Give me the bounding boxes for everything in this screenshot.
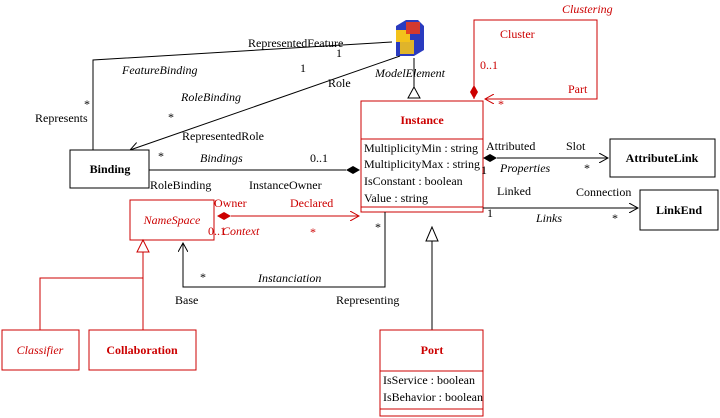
instanciation-association	[183, 212, 386, 288]
namespace-class[interactable]: NameSpace	[129, 199, 215, 241]
classifier-class[interactable]: Classifier	[1, 329, 80, 371]
svg-text:*: *	[612, 211, 618, 225]
svg-text:Binding: Binding	[90, 162, 131, 176]
instance-owner-label: InstanceOwner	[249, 178, 322, 192]
svg-text:MultiplicityMin : string: MultiplicityMin : string	[364, 141, 478, 155]
role-binding-label-top: RoleBinding	[180, 90, 241, 104]
role-binding-line	[130, 55, 401, 150]
svg-text:IsConstant : boolean: IsConstant : boolean	[364, 174, 463, 188]
svg-text:1: 1	[487, 206, 493, 220]
instanciation-label: Instanciation	[257, 271, 321, 285]
clustering-diamond	[470, 85, 478, 99]
role-label: Role	[328, 76, 351, 90]
svg-text:0..1: 0..1	[310, 151, 328, 165]
represented-role-label: RepresentedRole	[182, 129, 264, 143]
base-label: Base	[175, 293, 198, 307]
svg-text:NameSpace: NameSpace	[143, 213, 201, 227]
svg-text:Value : string: Value : string	[364, 191, 428, 205]
context-label: Context	[222, 224, 260, 238]
svg-text:*: *	[158, 149, 164, 163]
model-element-label: ModelElement	[374, 66, 446, 80]
linked-label: Linked	[497, 184, 531, 198]
namespace-generalization	[136, 238, 150, 253]
svg-text:1: 1	[300, 61, 306, 75]
links-label: Links	[535, 211, 562, 225]
bindings-label: Bindings	[200, 151, 243, 165]
svg-text:*: *	[200, 270, 206, 284]
svg-text:0..1: 0..1	[480, 58, 498, 72]
svg-text:Collaboration: Collaboration	[106, 343, 178, 357]
svg-text:*: *	[84, 97, 90, 111]
instance-class[interactable]: Instance MultiplicityMin : string Multip…	[360, 100, 484, 213]
svg-text:MultiplicityMax : string: MultiplicityMax : string	[364, 157, 480, 171]
part-label: Part	[568, 82, 588, 96]
svg-text:0..1: 0..1	[208, 224, 226, 238]
feature-binding-line	[92, 41, 393, 150]
representing-label: Representing	[336, 293, 399, 307]
svg-text:AttributeLink: AttributeLink	[626, 151, 699, 165]
role-binding-label-bottom: RoleBinding	[150, 178, 211, 192]
attribute-link-class[interactable]: AttributeLink	[609, 138, 716, 178]
svg-text:*: *	[584, 161, 590, 175]
svg-text:Port: Port	[421, 343, 444, 357]
properties-label: Properties	[499, 161, 551, 175]
svg-text:*: *	[498, 97, 504, 111]
declared-label: Declared	[290, 196, 333, 210]
collaboration-class[interactable]: Collaboration	[88, 329, 197, 371]
attributed-label: Attributed	[486, 139, 535, 153]
svg-text:IsService : boolean: IsService : boolean	[383, 373, 475, 387]
svg-text:Classifier: Classifier	[17, 343, 64, 357]
properties-diamond	[483, 154, 497, 162]
clustering-label: Clustering	[562, 2, 613, 16]
svg-text:1: 1	[336, 46, 342, 60]
cluster-label: Cluster	[500, 27, 535, 41]
svg-text:Instance: Instance	[400, 113, 444, 127]
bindings-diamond	[346, 166, 360, 174]
svg-text:IsBehavior : boolean: IsBehavior : boolean	[383, 390, 483, 404]
represents-label: Represents	[35, 111, 88, 125]
owner-label: Owner	[214, 196, 247, 210]
port-class[interactable]: Port IsService : boolean IsBehavior : bo…	[379, 329, 484, 417]
svg-text:*: *	[168, 110, 174, 124]
svg-text:1: 1	[481, 163, 487, 177]
link-end-class[interactable]: LinkEnd	[639, 189, 719, 231]
slot-label: Slot	[566, 139, 586, 153]
svg-text:*: *	[375, 220, 381, 234]
port-generalization	[425, 225, 439, 242]
binding-class[interactable]: Binding	[69, 149, 150, 189]
svg-text:*: *	[310, 225, 316, 239]
feature-binding-label: FeatureBinding	[121, 63, 198, 77]
represented-feature-label: RepresentedFeature	[248, 36, 343, 50]
svg-text:LinkEnd: LinkEnd	[656, 203, 702, 217]
declared-diamond	[217, 212, 231, 220]
generalization-triangle	[407, 85, 421, 99]
clustering-association	[473, 19, 598, 99]
connection-label: Connection	[576, 185, 631, 199]
uml-logo	[396, 20, 424, 56]
